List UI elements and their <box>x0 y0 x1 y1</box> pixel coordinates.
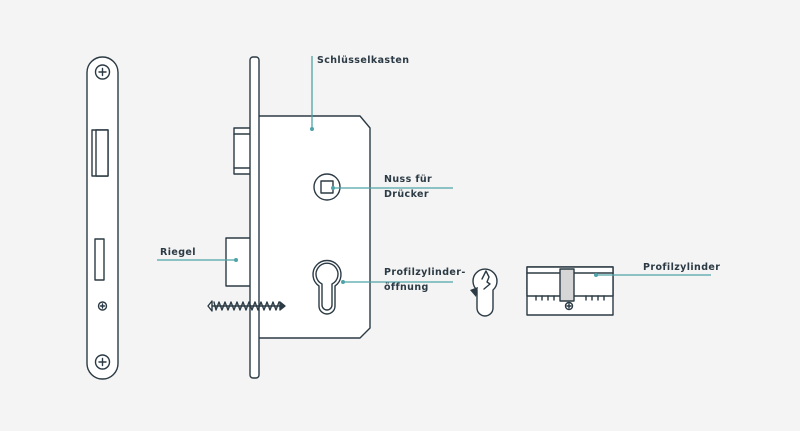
label-schluesselkasten: Schlüsselkasten <box>317 55 410 66</box>
screw <box>207 300 286 312</box>
faceplate-top-screw <box>94 64 111 80</box>
leader-profilzylinder <box>594 273 711 277</box>
leader-riegel <box>157 258 238 262</box>
faceplate-front <box>86 56 119 380</box>
cylinder-front-view <box>470 268 498 317</box>
follower <box>313 173 341 201</box>
leader-schluesselkasten <box>310 56 314 131</box>
bolt <box>225 237 253 287</box>
faceplate-latch-opening <box>91 129 109 177</box>
leader-nuss <box>331 186 453 190</box>
label-nuss-line2: Drücker <box>384 189 429 200</box>
leader-profilzylinderoeffnung <box>341 280 453 284</box>
label-profilzylinderoeffnung-line1: Profilzylinder- <box>384 267 466 278</box>
label-profilzylinderoeffnung-line2: öffnung <box>384 282 429 293</box>
forend-side <box>249 56 260 379</box>
latch <box>233 127 253 175</box>
faceplate-bottom-screw <box>94 354 111 370</box>
cylinder-opening-inner <box>315 262 339 311</box>
lock-case <box>257 115 371 339</box>
label-nuss-line1: Nuss für <box>384 174 433 185</box>
label-riegel: Riegel <box>160 247 196 258</box>
profile-cylinder-side <box>526 266 614 316</box>
faceplate-bolt-opening <box>94 238 105 281</box>
faceplate-cylinder-screw <box>97 301 108 311</box>
label-profilzylinder: Profilzylinder <box>643 262 721 273</box>
